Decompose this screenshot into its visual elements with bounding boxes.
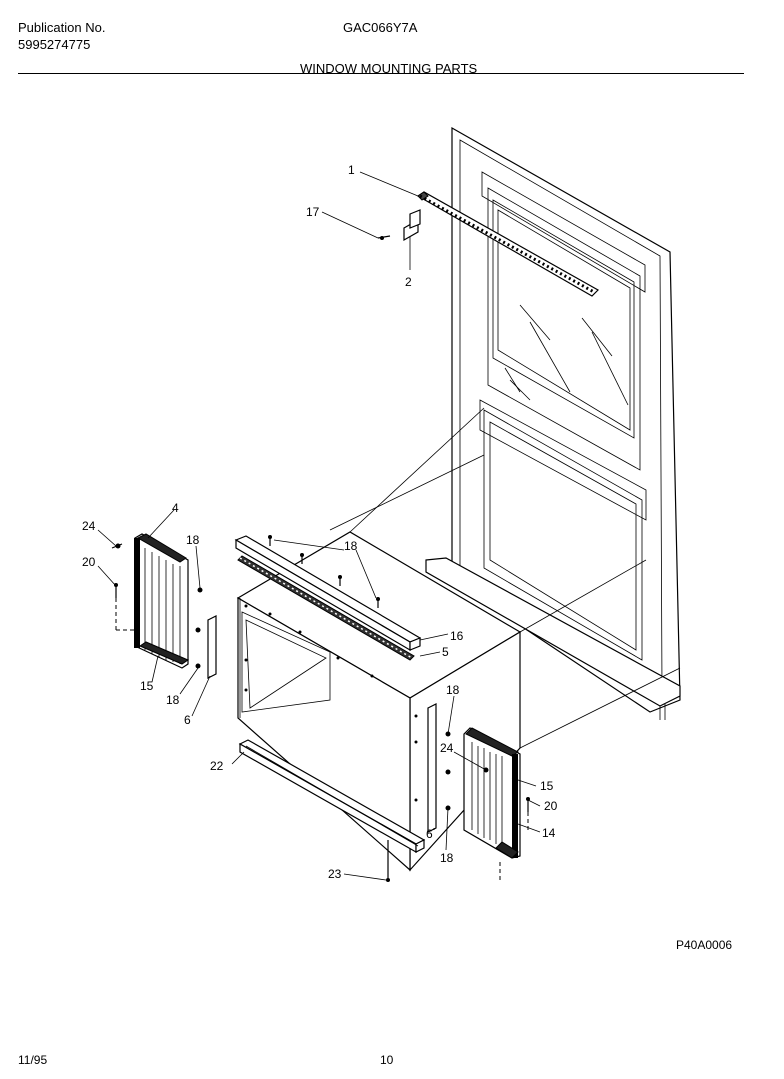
callout-6-right: 6 <box>426 827 433 841</box>
left-side-curtain <box>134 533 190 669</box>
publication-number: 5995274775 <box>18 37 91 52</box>
right-side-curtain <box>463 727 521 859</box>
right-fasteners <box>445 731 530 880</box>
seal-strip <box>237 555 415 661</box>
callout-2: 2 <box>405 275 412 289</box>
window-frame <box>425 126 681 720</box>
right-side-bracket <box>427 703 437 833</box>
top-mounting-rail <box>416 191 599 297</box>
callout-17: 17 <box>306 205 320 219</box>
callout-24-right: 24 <box>440 741 454 755</box>
projection-lines <box>329 407 681 749</box>
callout-18-left-upper: 18 <box>186 533 200 547</box>
callout-18-right-upper: 18 <box>446 683 460 697</box>
model-number: GAC066Y7A <box>343 20 418 35</box>
callout-15-right: 15 <box>540 779 554 793</box>
top-screws <box>268 535 380 608</box>
figure-code: P40A0006 <box>676 938 733 952</box>
publication-label: Publication No. <box>18 20 106 35</box>
bottom-rail <box>238 739 426 854</box>
callout-18-left-lower: 18 <box>166 693 180 707</box>
leader-lines <box>97 171 541 881</box>
callout-22: 22 <box>210 759 224 773</box>
callout-5: 5 <box>442 645 449 659</box>
left-side-bracket <box>207 615 217 679</box>
callout-4: 4 <box>172 501 179 515</box>
header-rule <box>18 73 744 74</box>
mounting-bracket <box>403 209 421 242</box>
callout-14: 14 <box>542 826 556 840</box>
section-title: WINDOW MOUNTING PARTS <box>300 61 478 76</box>
revision-date: 11/95 <box>18 1053 48 1067</box>
callout-20-right: 20 <box>544 799 558 813</box>
callout-23: 23 <box>328 867 342 881</box>
callout-1: 1 <box>348 163 355 177</box>
callout-labels: 1 17 2 24 4 20 18 15 18 6 18 16 5 18 24 … <box>82 163 558 881</box>
callout-24-left: 24 <box>82 519 96 533</box>
callout-6-left: 6 <box>184 713 191 727</box>
left-fasteners <box>111 543 203 669</box>
top-channel <box>234 535 422 652</box>
callout-15-left: 15 <box>140 679 154 693</box>
callout-16: 16 <box>450 629 464 643</box>
page-number: 10 <box>380 1053 394 1067</box>
screw-23 <box>386 840 390 882</box>
callout-20-left: 20 <box>82 555 96 569</box>
callout-18-top: 18 <box>344 539 358 553</box>
callout-18-right-lower: 18 <box>440 851 454 865</box>
screw-17 <box>377 235 391 240</box>
